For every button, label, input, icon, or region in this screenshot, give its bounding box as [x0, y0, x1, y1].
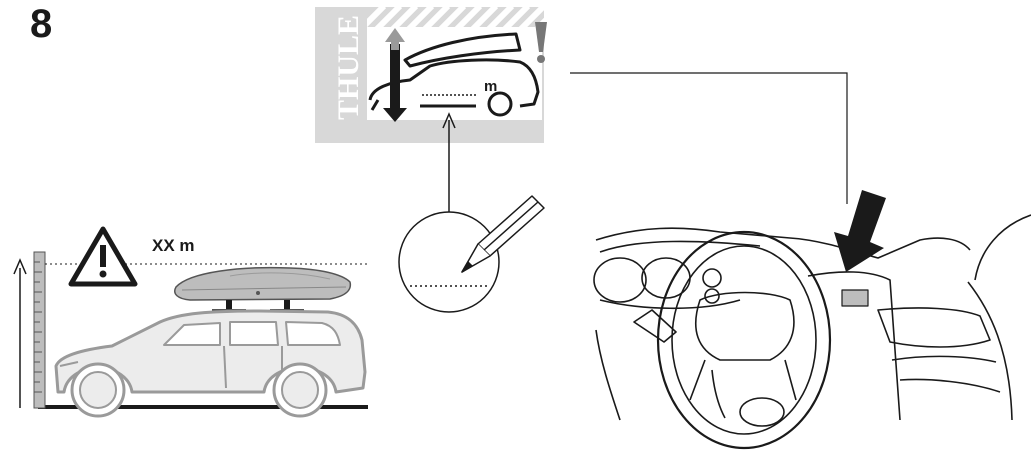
steering-wheel — [656, 230, 832, 450]
brand-logo-text: THULE — [332, 15, 365, 120]
magnifier-circle — [398, 211, 500, 313]
car-height-scene — [13, 226, 368, 418]
step-number: 8 — [30, 2, 53, 46]
writing-detail — [398, 112, 545, 313]
dashboard-scene — [593, 214, 1031, 450]
car-station-wagon — [54, 309, 367, 418]
sticker-hatch — [367, 7, 544, 27]
warning-triangle-icon — [68, 226, 138, 287]
sticker-warning-mark — [535, 22, 547, 63]
roof-box — [174, 266, 352, 313]
down-arrow-icon — [834, 190, 886, 272]
height-reminder-sticker: THULE — [315, 7, 547, 143]
pencil-icon — [461, 195, 545, 273]
sticker-car-outline — [368, 32, 540, 117]
measuring-ruler — [33, 251, 46, 409]
vertical-measure-arrow — [383, 28, 407, 122]
sticker-placement-spot — [841, 289, 869, 307]
gauge-left — [593, 257, 647, 303]
clearance-height-label: XX m — [152, 236, 195, 255]
height-arrow — [13, 258, 27, 408]
sticker-unit-label: m — [484, 78, 498, 95]
connector-line — [570, 72, 848, 204]
